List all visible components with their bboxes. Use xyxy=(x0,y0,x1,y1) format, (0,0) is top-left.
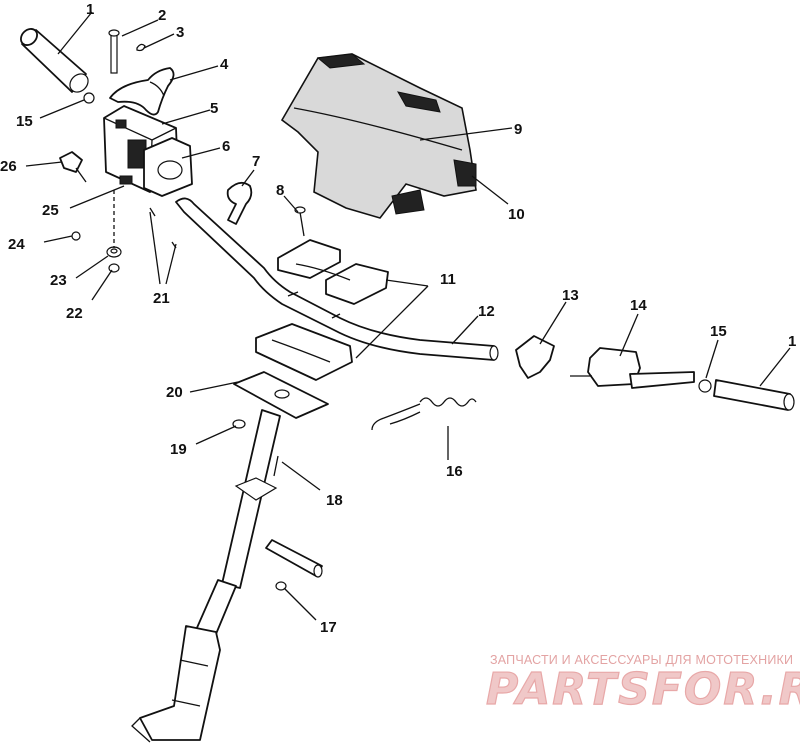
label-12: 12 xyxy=(478,303,495,320)
label-19: 19 xyxy=(170,441,187,458)
watermark-caption: ЗАПЧАСТИ И АКСЕССУАРЫ ДЛЯ МОТОТЕХНИКИ xyxy=(490,653,793,667)
left-grip xyxy=(20,28,89,93)
nut-15-right xyxy=(698,379,712,393)
label-5: 5 xyxy=(210,100,218,117)
label-11: 11 xyxy=(440,271,456,288)
label-8: 8 xyxy=(276,182,284,199)
right-grip xyxy=(713,379,795,411)
label-23: 23 xyxy=(50,272,67,289)
switch-13 xyxy=(515,335,555,379)
lower-clamp-11 xyxy=(255,323,353,381)
heater-coil-16 xyxy=(371,397,477,431)
label-25: 25 xyxy=(42,202,59,219)
label-18: 18 xyxy=(326,492,343,509)
throttle-housing xyxy=(103,105,193,197)
label-4: 4 xyxy=(220,56,229,73)
label-7: 7 xyxy=(252,153,260,170)
label-1-left: 1 xyxy=(86,1,94,18)
screw-18 xyxy=(273,455,279,477)
label-16: 16 xyxy=(446,463,463,480)
nut-17 xyxy=(275,581,287,591)
throttle-lever xyxy=(109,67,175,116)
label-17: 17 xyxy=(320,619,337,636)
label-15-left: 15 xyxy=(16,113,33,130)
label-10: 10 xyxy=(508,206,525,223)
washer-24 xyxy=(71,231,81,241)
hood-9 xyxy=(280,53,477,219)
label-20: 20 xyxy=(166,384,183,401)
label-1-right: 1 xyxy=(788,333,796,350)
bolt-2 xyxy=(108,29,120,74)
handlebar-12 xyxy=(175,197,499,361)
pin-17 xyxy=(265,539,323,578)
nut-15-left xyxy=(83,92,95,104)
label-2: 2 xyxy=(158,7,166,24)
label-6: 6 xyxy=(222,138,230,155)
clamp-screw-26 xyxy=(59,151,87,183)
label-26: 26 xyxy=(0,158,17,175)
steering-column xyxy=(131,409,281,743)
upper-clamp-11 xyxy=(277,239,389,305)
label-22: 22 xyxy=(66,305,83,322)
label-14: 14 xyxy=(630,297,647,314)
brake-master-14 xyxy=(570,347,695,389)
label-13: 13 xyxy=(562,287,579,304)
clip-3 xyxy=(136,43,146,52)
label-3: 3 xyxy=(176,24,184,41)
label-15-right: 15 xyxy=(710,323,727,340)
bolt-8 xyxy=(294,206,306,237)
watermark-brand: PARTSFOR.RU xyxy=(486,664,800,715)
washer-23 xyxy=(106,246,122,258)
nut-22 xyxy=(108,263,120,273)
label-21: 21 xyxy=(153,290,170,307)
watermark: ЗАПЧАСТИ И АКСЕССУАРЫ ДЛЯ МОТОТЕХНИКИ PA… xyxy=(485,653,800,716)
label-9: 9 xyxy=(514,121,522,138)
callout-numbers: 1 2 3 4 5 6 7 8 9 10 11 12 13 14 15 1 16… xyxy=(0,1,796,636)
leader-lines xyxy=(25,11,791,621)
label-24: 24 xyxy=(8,236,25,253)
mounting-plate-20 xyxy=(233,371,329,419)
clip-7 xyxy=(226,181,253,225)
